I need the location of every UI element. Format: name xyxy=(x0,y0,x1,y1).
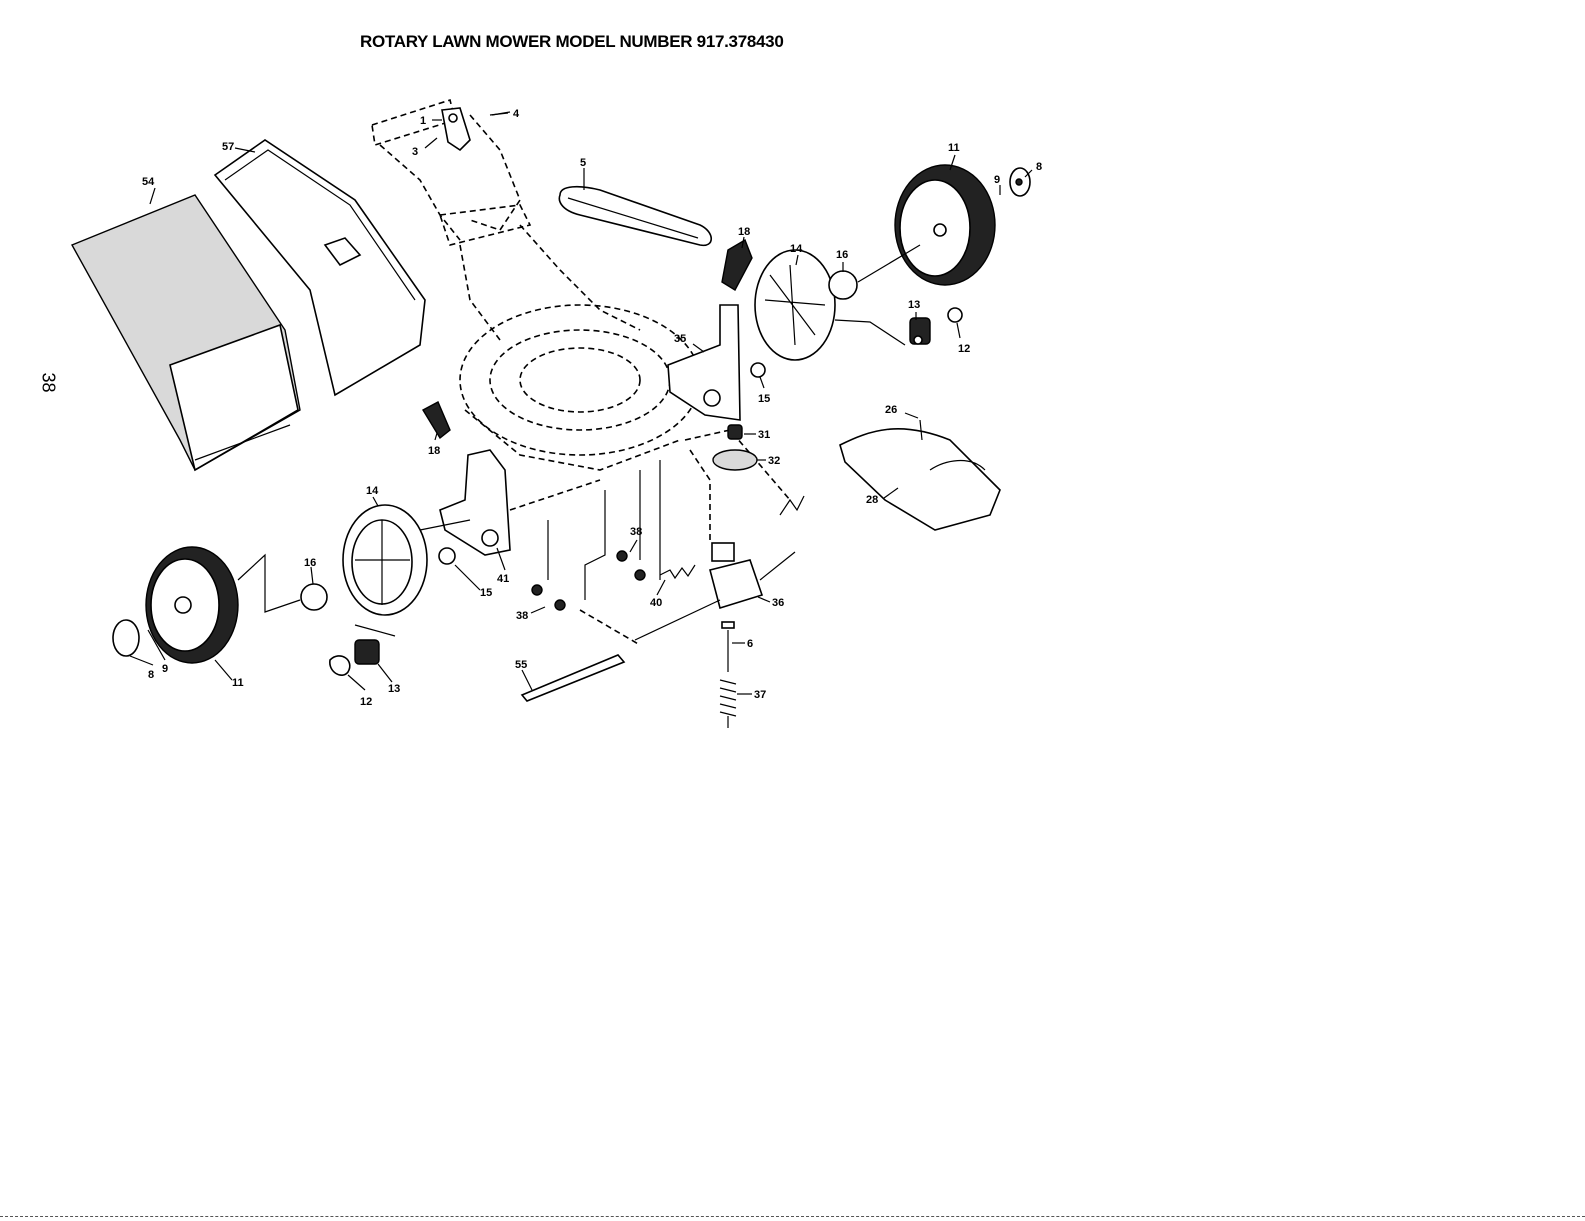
left-hubcap xyxy=(113,620,139,656)
right-rear-wheel xyxy=(895,165,995,285)
right-gear xyxy=(910,318,930,344)
callout-55: 55 xyxy=(515,659,527,671)
callout-11-right: 11 xyxy=(948,142,960,154)
callout-1: 1 xyxy=(420,115,426,127)
callout-28: 28 xyxy=(866,494,878,506)
callout-15-right: 15 xyxy=(758,393,770,405)
left-washer xyxy=(301,584,327,610)
callout-16-left: 16 xyxy=(304,557,316,569)
page-bottom-rule xyxy=(0,1216,1585,1219)
spring-upper xyxy=(780,496,804,515)
callout-8-left: 8 xyxy=(148,669,154,681)
spring-40 xyxy=(660,565,695,578)
callout-14-left: 14 xyxy=(366,485,379,497)
right-washer xyxy=(829,271,857,299)
callout-11-left: 11 xyxy=(232,677,244,689)
left-wheel-cover xyxy=(343,505,427,615)
callout-31: 31 xyxy=(758,429,770,441)
callout-15-left: 15 xyxy=(480,587,492,599)
left-clip xyxy=(330,656,350,675)
nut-38a xyxy=(617,551,627,561)
right-gear-line xyxy=(835,320,905,345)
callout-41: 41 xyxy=(497,573,509,585)
callout-32: 32 xyxy=(768,455,780,467)
left-gear xyxy=(355,625,395,664)
right-clip xyxy=(948,308,962,322)
callout-14-right: 14 xyxy=(790,243,803,255)
callout-38-upper: 38 xyxy=(630,526,642,538)
callout-9-right: 9 xyxy=(994,174,1000,186)
callout-3: 3 xyxy=(412,146,418,158)
callout-13-right: 13 xyxy=(908,299,920,311)
callout-35: 35 xyxy=(674,333,686,345)
callout-8-right: 8 xyxy=(1036,161,1042,173)
right-height-bracket xyxy=(668,305,765,420)
drive-belt xyxy=(559,187,711,246)
callout-6: 6 xyxy=(747,638,753,650)
callout-18-left: 18 xyxy=(428,445,440,457)
left-height-bracket xyxy=(420,450,510,555)
right-shield xyxy=(722,240,752,290)
callout-16-right: 16 xyxy=(836,249,848,261)
callout-5: 5 xyxy=(580,157,586,169)
callout-38-lower: 38 xyxy=(516,610,528,622)
callout-37: 37 xyxy=(754,689,766,701)
callout-13-left: 13 xyxy=(388,683,400,695)
callout-12-right: 12 xyxy=(958,343,970,355)
callout-12-left: 12 xyxy=(360,696,372,708)
rear-baffle xyxy=(840,420,1000,530)
left-small-washer xyxy=(439,548,455,564)
left-rear-wheel xyxy=(146,547,238,663)
nut-38b xyxy=(635,570,645,580)
assembly-lines xyxy=(510,450,710,645)
callout-36: 36 xyxy=(772,597,784,609)
right-wheel-cover xyxy=(755,250,835,360)
bolt-and-spring xyxy=(720,622,736,728)
nut-38c xyxy=(532,585,542,595)
callout-4: 4 xyxy=(513,108,520,120)
callout-18-right: 18 xyxy=(738,226,750,238)
callout-54: 54 xyxy=(142,176,155,188)
nut-38d xyxy=(555,600,565,610)
callout-40: 40 xyxy=(650,597,662,609)
left-axle-line xyxy=(238,555,300,612)
axle-rod xyxy=(522,655,624,701)
callout-9-left: 9 xyxy=(162,663,168,675)
right-hubcap xyxy=(1010,168,1030,196)
callout-57: 57 xyxy=(222,141,234,153)
callout-26: 26 xyxy=(885,404,897,416)
left-shield xyxy=(423,402,450,438)
mower-deck xyxy=(460,305,790,500)
